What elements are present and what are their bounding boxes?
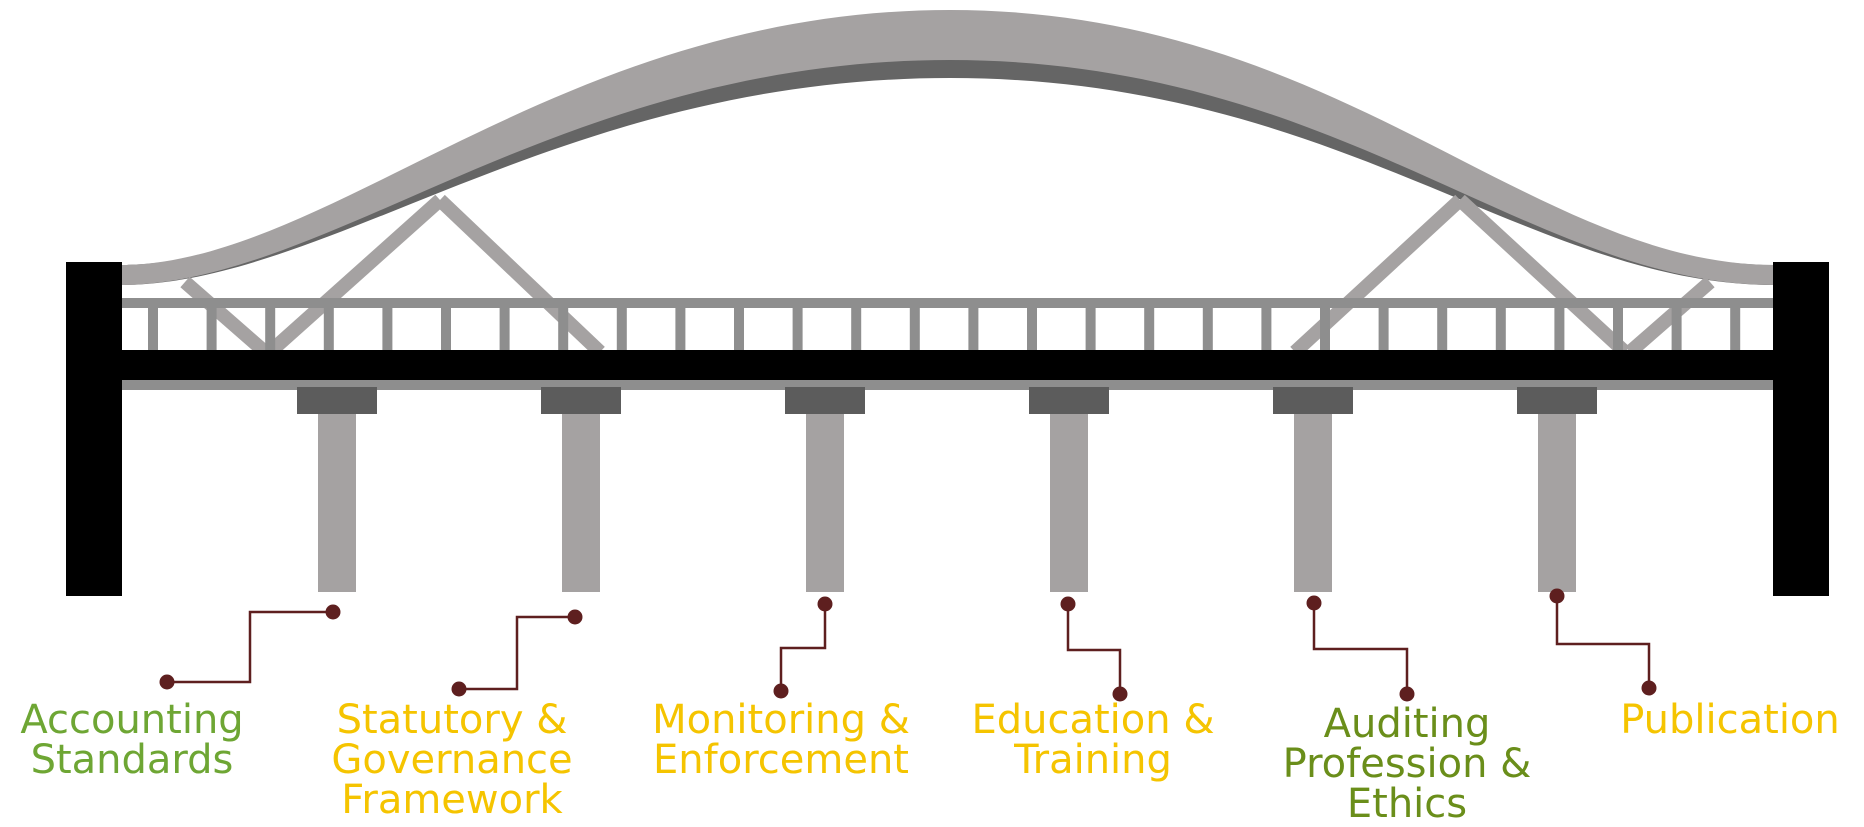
baluster [1437, 306, 1448, 352]
connector-pier-dot [817, 596, 833, 612]
baluster [675, 306, 686, 352]
baluster [968, 306, 979, 352]
pillar-label-line: Auditing [1323, 701, 1491, 747]
baluster [1027, 306, 1037, 352]
connector-line [779, 604, 827, 691]
connector-pier-dot [567, 609, 583, 625]
baluster [1495, 306, 1506, 352]
arch-light-band [120, 10, 1775, 285]
pillar-label-line: Standards [30, 737, 234, 783]
deck [120, 350, 1775, 380]
truss [180, 194, 1715, 358]
baluster [1554, 306, 1565, 352]
pier-column [1050, 414, 1088, 592]
pier-cap [1273, 387, 1353, 414]
top-rail [120, 298, 1775, 308]
pier-cap [1029, 387, 1109, 414]
connector-pier-dot [1060, 596, 1076, 612]
connector-label-dot [159, 674, 175, 690]
connector-label-dot [1112, 686, 1128, 702]
truss-beam [180, 276, 270, 358]
baluster [734, 306, 744, 352]
right-tower [1773, 262, 1829, 596]
baluster [1613, 306, 1623, 352]
baluster [1144, 306, 1155, 352]
baluster [441, 306, 451, 352]
deck-underside-rail [120, 380, 1775, 390]
baluster [206, 306, 217, 352]
pillar-label-line: Training [1014, 737, 1172, 783]
truss-beam [1625, 276, 1715, 358]
pillar-label-line: Statutory & [336, 697, 568, 743]
connector-line [1312, 603, 1409, 694]
connector-pier-dot [1306, 595, 1322, 611]
connector-label-dot [773, 683, 789, 699]
left-tower [66, 262, 122, 596]
connector-pier-dot [325, 604, 341, 620]
connector-label-dot [451, 681, 467, 697]
pillar-label-line: Publication [1620, 697, 1840, 743]
pier-cap [297, 387, 377, 414]
pier-cap [785, 387, 865, 414]
pier-column [1294, 414, 1332, 592]
connector-label-dot [1641, 680, 1657, 696]
baluster [499, 306, 510, 352]
baluster [382, 306, 393, 352]
baluster [616, 306, 627, 352]
baluster [1730, 306, 1741, 352]
connector-label-dot [1399, 686, 1415, 702]
connector-line [167, 610, 333, 684]
connector-line [1555, 596, 1651, 688]
baluster [323, 306, 334, 352]
pier-column [806, 414, 844, 592]
baluster [265, 306, 276, 352]
pier-column [318, 414, 356, 592]
connector-pier-dot [1549, 588, 1565, 604]
pier-cap [541, 387, 621, 414]
pillar-label-line: Accounting [20, 697, 244, 743]
pillar-label-education-training: Education &Training [971, 700, 1214, 780]
baluster [1378, 306, 1389, 352]
baluster [909, 306, 920, 352]
pillar-label-monitoring-enforcement: Monitoring &Enforcement [652, 700, 910, 780]
truss-beam [435, 194, 605, 358]
pillar-label-line: Profession & [1282, 741, 1532, 787]
baluster [1261, 306, 1272, 352]
pillar-label-line: Enforcement [653, 737, 909, 783]
baluster [148, 306, 158, 352]
pillar-label-publication: Publication [1620, 700, 1840, 740]
baluster [1202, 306, 1213, 352]
baluster [1320, 306, 1330, 352]
pier-column [562, 414, 600, 592]
arch-dark-band [120, 40, 1775, 285]
pillar-label-line: Governance [331, 737, 573, 783]
baluster [851, 306, 862, 352]
railing-balusters [148, 306, 1741, 352]
pier-cap [1517, 387, 1597, 414]
truss-beam [265, 194, 445, 358]
arch [120, 10, 1775, 285]
pier-column [1538, 414, 1576, 592]
truss-beam [1290, 194, 1465, 358]
pillar-label-line: Monitoring & [652, 697, 910, 743]
truss-beam [1455, 194, 1630, 358]
connector-line [1066, 604, 1122, 694]
baluster [1085, 306, 1096, 352]
pillar-label-line: Ethics [1346, 781, 1468, 827]
pillar-label-line: Framework [341, 777, 563, 823]
connector-line [459, 615, 575, 691]
baluster [1671, 306, 1682, 352]
baluster [792, 306, 803, 352]
connectors [159, 588, 1657, 702]
pillar-label-line: Education & [971, 697, 1215, 743]
piers [297, 387, 1597, 592]
baluster [558, 306, 569, 352]
